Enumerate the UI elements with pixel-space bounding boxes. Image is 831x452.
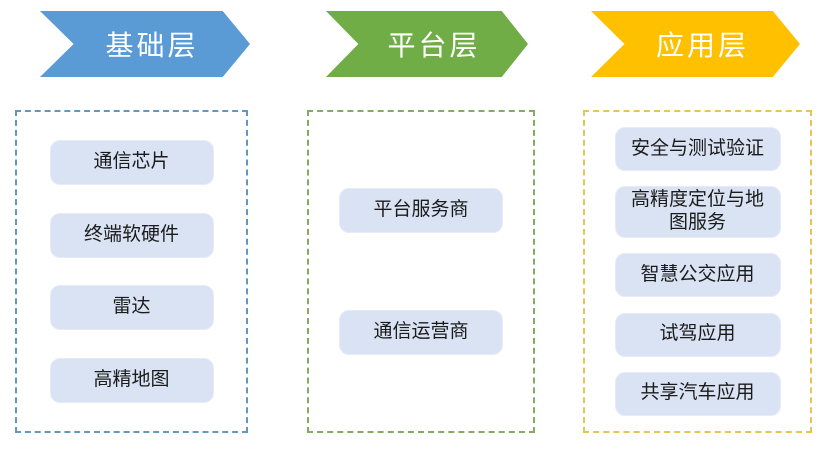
layer-header-platform-label: 平台层 [387, 30, 481, 61]
layer-header-foundation-label: 基础层 [105, 30, 199, 61]
layer-item: 共享汽车应用 [614, 371, 781, 416]
layer-item: 通信芯片 [49, 139, 214, 185]
foundation-layer-group: 通信芯片 终端软硬件 雷达 高精地图 [15, 110, 248, 433]
layer-item: 智慧公交应用 [614, 253, 781, 298]
layer-item: 通信运营商 [339, 309, 503, 355]
layer-item: 高精地图 [49, 358, 214, 404]
layer-item: 终端软硬件 [49, 212, 214, 258]
layer-item: 安全与测试验证 [614, 127, 781, 172]
layer-header-application: 应用层 [591, 11, 800, 77]
application-layer-group: 安全与测试验证 高精度定位与地图服务 智慧公交应用 试驾应用 共享汽车应用 [583, 110, 812, 433]
layer-item: 高精度定位与地图服务 [614, 186, 781, 239]
layer-item: 平台服务商 [339, 188, 503, 234]
layer-header-platform: 平台层 [326, 11, 528, 77]
layer-item: 试驾应用 [614, 312, 781, 357]
platform-layer-group: 平台服务商 通信运营商 [307, 110, 535, 433]
layer-item: 雷达 [49, 285, 214, 331]
layer-header-application-label: 应用层 [655, 30, 749, 61]
layer-header-foundation: 基础层 [40, 11, 250, 77]
